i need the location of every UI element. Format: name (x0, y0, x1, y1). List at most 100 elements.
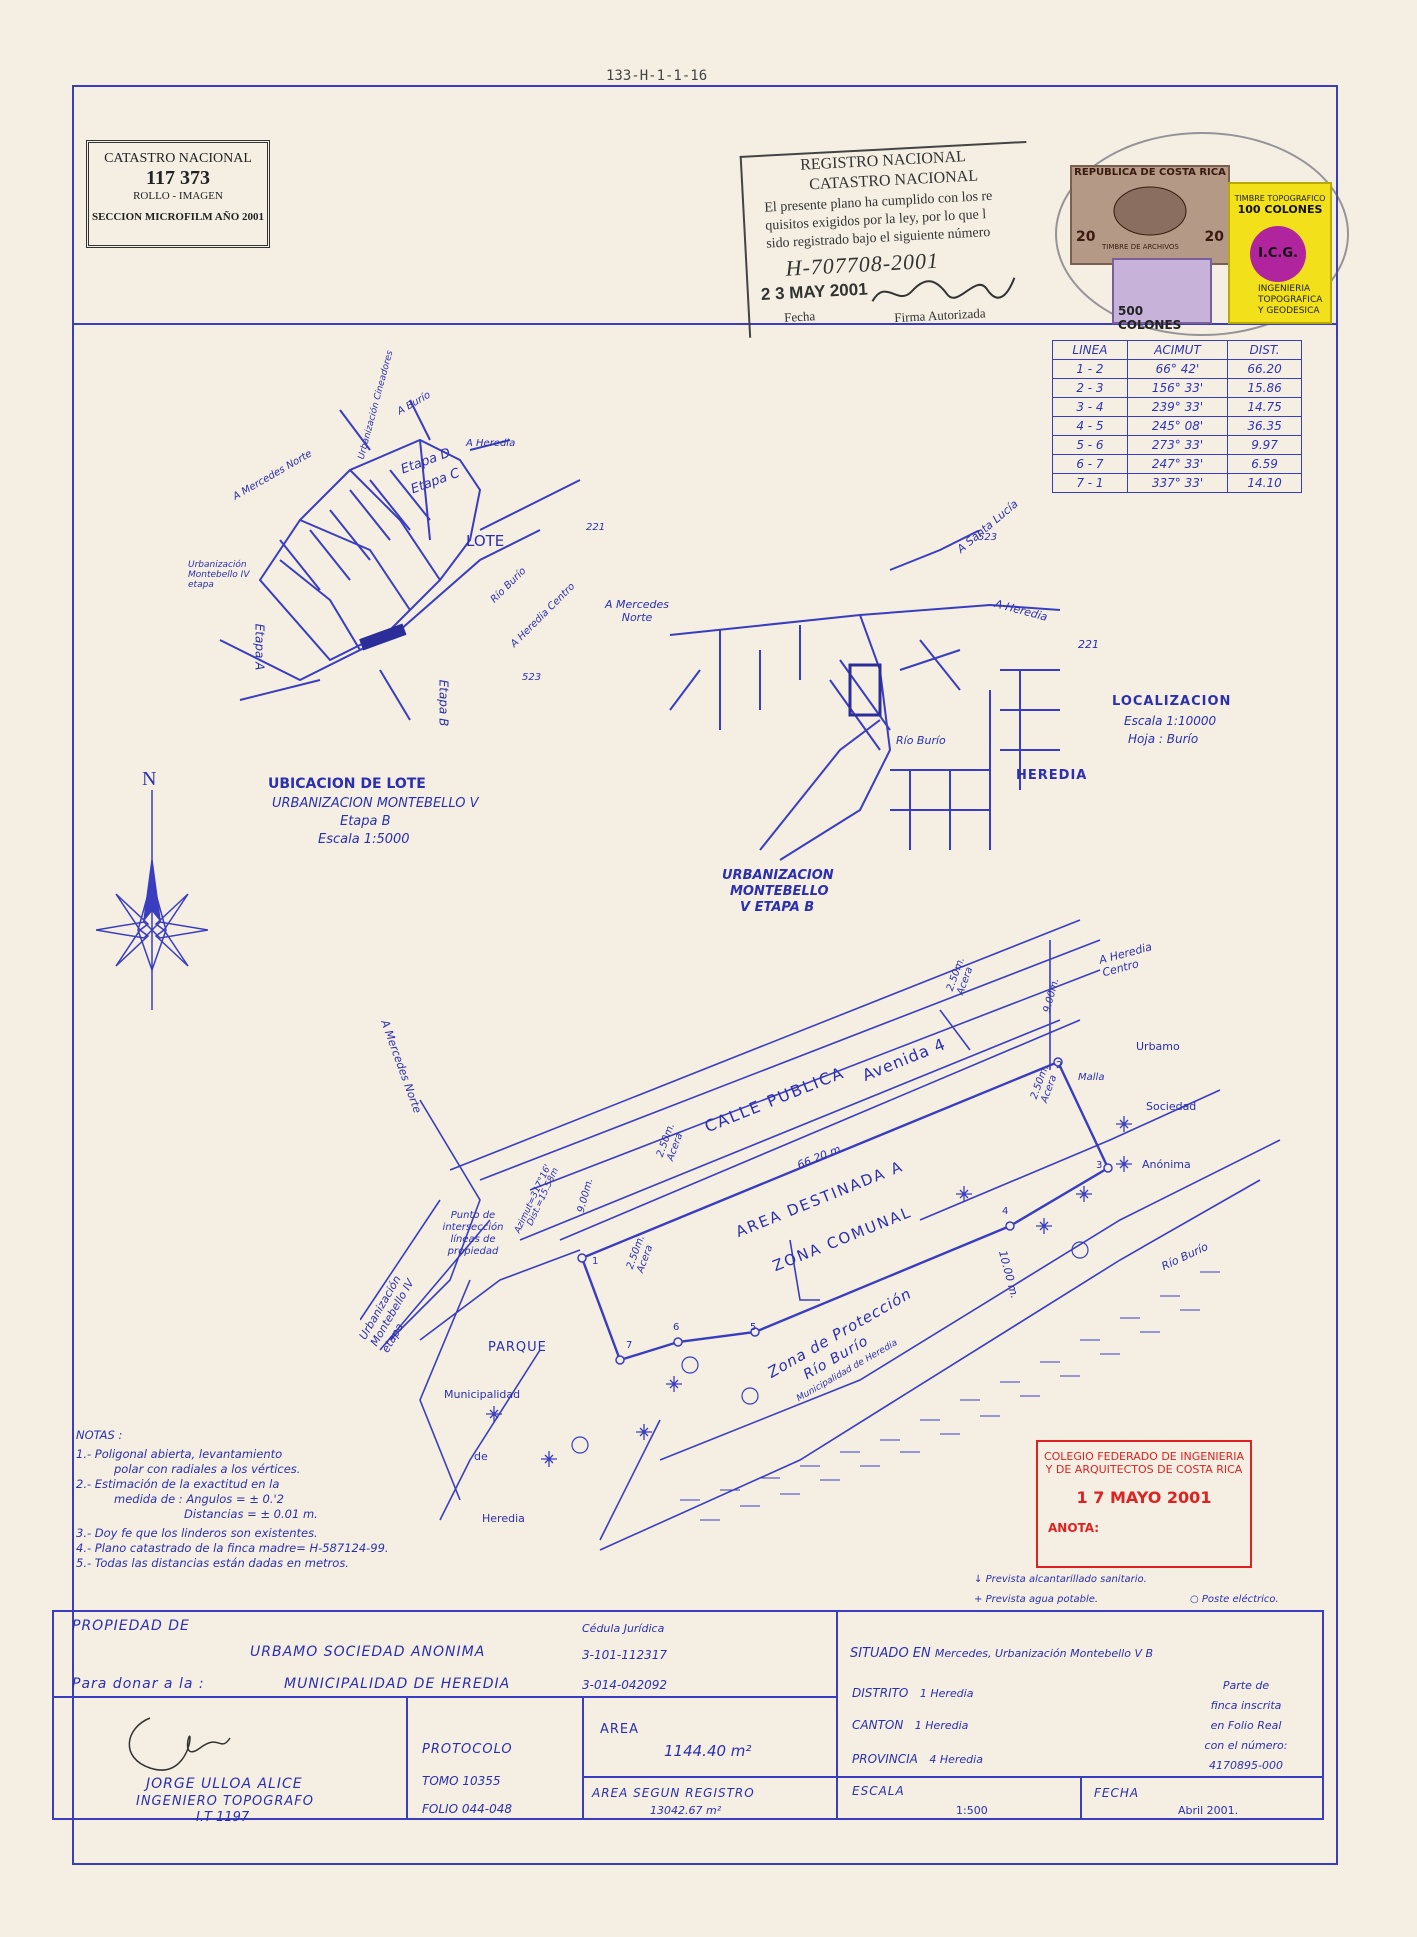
vertex-1: 1 (592, 1256, 599, 1267)
azimut-header: DIST. (1227, 340, 1302, 360)
nota-1b: polar con radiales a los vértices. (114, 1462, 301, 1476)
nota-2c: Distancias = ± 0.01 m. (184, 1507, 318, 1521)
table-cell: 156° 33' (1126, 378, 1229, 398)
tb-right-v2 (1080, 1776, 1082, 1820)
plano-anonima: Anónima (1142, 1158, 1191, 1171)
tb-v2 (582, 1696, 584, 1820)
ub-etapa-b: Etapa B (436, 679, 451, 727)
tb-situado: SITUADO EN Mercedes, Urbanización Monteb… (850, 1646, 1153, 1661)
legend-poste-text: Poste eléctrico. (1201, 1594, 1279, 1605)
tb-cedula2: 3-014-042092 (582, 1678, 668, 1692)
catastro-microfilm: SECCION MICROFILM AÑO 2001 (91, 210, 265, 223)
tb-v1 (406, 1696, 408, 1820)
tb-engineer: JORGE ULLOA ALICE (146, 1776, 303, 1792)
timbre-20a: 20 (1076, 229, 1096, 245)
vertex-3: 3 (1096, 1160, 1103, 1171)
tb-eng-title: INGENIERO TOPOGRAFO (136, 1794, 314, 1809)
plano-parque: PARQUE (488, 1340, 547, 1355)
tb-area-h (582, 1776, 838, 1778)
ub-a-heredia: A Heredia (466, 438, 516, 449)
timbre-20b: 20 (1204, 229, 1224, 245)
tb-municipalidad: MUNICIPALIDAD DE HEREDIA (284, 1676, 511, 1692)
table-cell: 1 - 2 (1052, 359, 1128, 379)
engineer-signature-icon (128, 1717, 231, 1771)
timbre-100-label: 100 COLONES (1237, 203, 1323, 216)
colegio-stamp: COLEGIO FEDERADO DE INGENIERIA Y DE ARQU… (1036, 1440, 1252, 1568)
timbre-republica: REPUBLICA DE COSTA RICA (1074, 167, 1226, 178)
ubicacion-sub2: Etapa B (340, 814, 391, 829)
colegio-anota: ANOTA: (1048, 1521, 1100, 1535)
ubicacion-scale: Escala 1:5000 (318, 832, 410, 847)
tb-propiedad-de: PROPIEDAD DE (72, 1618, 190, 1634)
tb-canton-val: 1 Heredia (914, 1719, 969, 1732)
tb-owner: URBAMO SOCIEDAD ANONIMA (250, 1644, 486, 1660)
legend-alcantarillado-text: Prevista alcantarillado sanitario. (985, 1574, 1147, 1585)
tb-provincia-val: 4 Heredia (929, 1753, 983, 1766)
registro-stamp: REGISTRO NACIONAL CATASTRO NACIONAL El p… (739, 132, 1049, 338)
drawing-frame (72, 85, 1338, 1865)
tb-fecha-label: FECHA (1094, 1786, 1140, 1800)
notas-block: NOTAS : 1.- Poligonal abierta, levantami… (76, 1428, 496, 1571)
tb-parte3: en Folio Real (1210, 1719, 1282, 1732)
legend-agua-text: Prevista agua potable. (985, 1594, 1099, 1605)
table-cell: 3 - 4 (1052, 397, 1128, 417)
tb-provincia: PROVINCIA 4 Heredia (852, 1752, 983, 1766)
nota-2a: 2.- Estimación de la exactitud en la (76, 1477, 280, 1491)
table-cell: 36.35 (1227, 416, 1302, 436)
tb-canton-label: CANTON (852, 1718, 904, 1732)
catastro-title: CATASTRO NACIONAL (104, 151, 252, 166)
tb-cedula1: 3-101-112317 (582, 1648, 668, 1662)
nota-2b: medida de : Angulos = ± 0.'2 (114, 1492, 284, 1506)
tb-bottom (52, 1818, 1324, 1820)
table-cell: 6.59 (1227, 454, 1302, 474)
azimut-header: ACIMUT (1126, 340, 1229, 360)
tb-area-val: 1144.40 m² (664, 1742, 752, 1760)
table-cell: 7 - 1 (1052, 473, 1128, 493)
plano-municipalidad: Municipalidad (444, 1388, 521, 1401)
tb-distrito-val: 1 Heredia (919, 1687, 974, 1700)
loc-title: LOCALIZACION (1112, 694, 1232, 709)
legend-agua: + Prevista agua potable. (974, 1594, 1099, 1605)
azimut-header-row: LINEA ACIMUT DIST. (1052, 340, 1302, 360)
loc-hoja: Hoja : Burío (1128, 732, 1199, 746)
table-cell: 14.75 (1227, 397, 1302, 417)
tb-area-reg-label: AREA SEGUN REGISTRO (592, 1786, 755, 1800)
tb-eng-it: I.T 1197 (196, 1810, 250, 1825)
tb-donar: Para donar a la : (72, 1676, 205, 1692)
loc-221: 221 (1078, 638, 1099, 651)
plano-de: de (474, 1450, 488, 1463)
loc-urb2: MONTEBELLO (730, 884, 829, 899)
plano-malla: Malla (1078, 1072, 1105, 1083)
table-cell: 239° 33' (1126, 397, 1229, 417)
tb-distrito: DISTRITO 1 Heredia (852, 1686, 973, 1700)
tb-parte4: con el número: (1204, 1739, 1288, 1752)
tb-fecha-val: Abril 2001. (1178, 1804, 1239, 1817)
tb-canton: CANTON 1 Heredia (852, 1718, 968, 1732)
timbre-ing: INGENIERIA (1258, 284, 1311, 294)
timbre-500: 500 COLONES (1112, 258, 1212, 332)
tb-parte: Parte de finca inscrita en Folio Real co… (1196, 1676, 1296, 1776)
table-cell: 15.86 (1227, 378, 1302, 398)
loc-urb1: URBANIZACION (722, 868, 834, 883)
north-arrow-icon (96, 790, 208, 1010)
postmark-circle (1055, 132, 1349, 336)
catastro-rollo: ROLLO - IMAGEN (133, 190, 223, 203)
table-cell: 66.20 (1227, 359, 1302, 379)
table-cell: 9.97 (1227, 435, 1302, 455)
loc-523: 523 (978, 532, 998, 543)
tb-mid (52, 1696, 838, 1698)
plano-punto: Punto de intersección líneas de propieda… (442, 1210, 504, 1257)
loc-heredia: HEREDIA (1016, 768, 1088, 783)
vertex-2: 2 (1056, 1060, 1063, 1071)
nota-5: 5.- Todas las distancias están dadas en … (76, 1556, 349, 1570)
ub-etapa-a: Etapa A (252, 623, 267, 671)
signature-icon (871, 277, 1016, 302)
azimut-header: LINEA (1052, 340, 1128, 360)
timbre-500-label: 500 COLONES (1118, 304, 1182, 332)
